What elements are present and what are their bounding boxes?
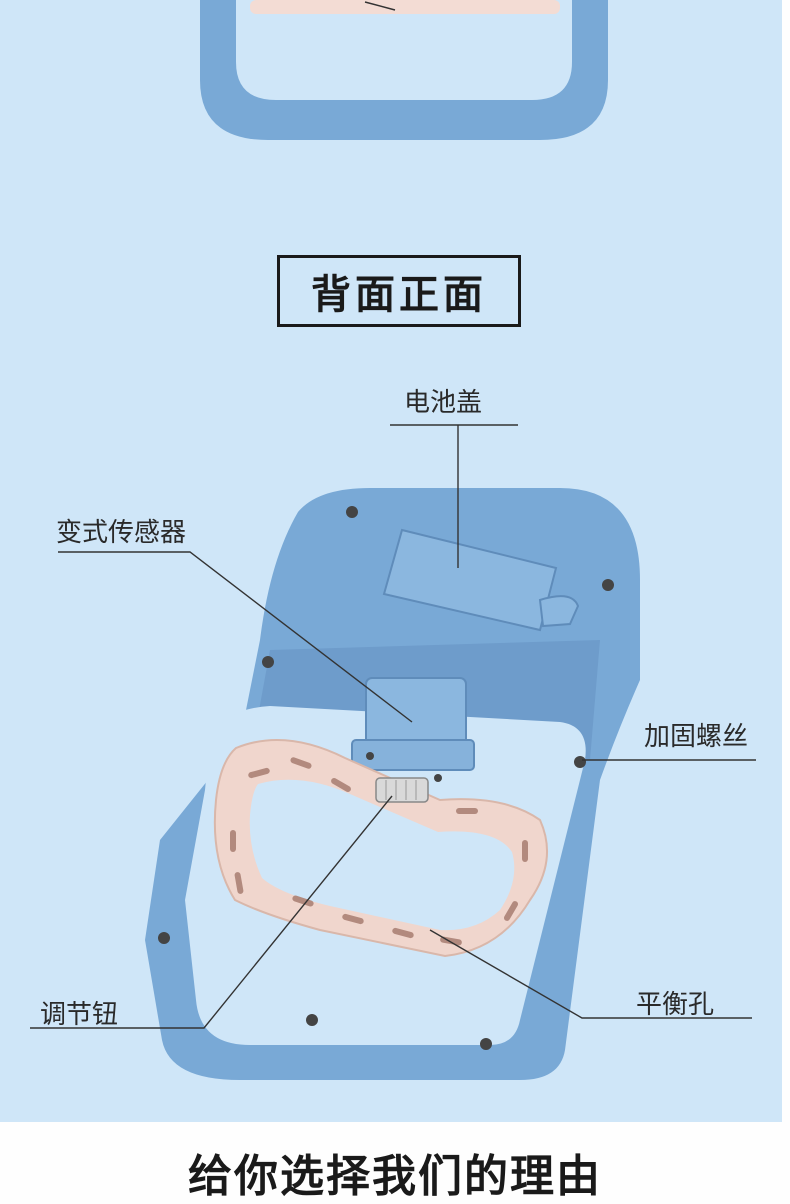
product-detail-panel: 背面正面 电池盖 变式传感器 加固螺丝 调节钮 平衡孔 (0, 0, 782, 1122)
section-title: 背面正面 (277, 255, 521, 327)
label-battery-cover: 电池盖 (404, 388, 483, 418)
front-device-partial (200, 0, 608, 140)
callout-lines (30, 424, 756, 1029)
label-adjust-knob: 调节钮 (40, 1000, 119, 1030)
adjust-knob-shape (375, 777, 429, 803)
label-balance-hole: 平衡孔 (636, 990, 715, 1020)
label-reinforcing-screw: 加固螺丝 (644, 722, 749, 752)
label-strain-sensor: 变式传感器 (56, 518, 187, 548)
device-illustration (30, 0, 756, 1080)
footer-heading: 给你选择我们的理由 (188, 1151, 602, 1202)
grip-handle (213, 739, 549, 958)
